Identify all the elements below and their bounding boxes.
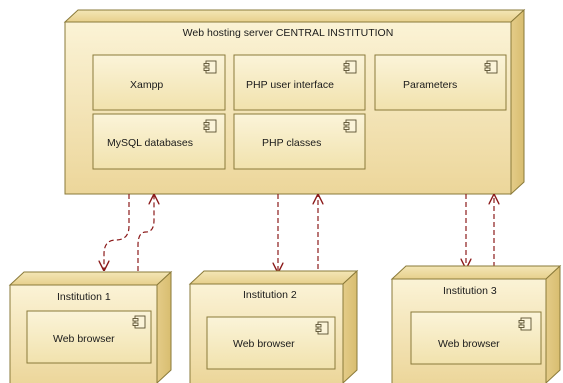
component-label: MySQL databases xyxy=(107,137,193,149)
component-php-user-interface[interactable]: PHP user interface xyxy=(233,54,366,111)
institution-title: Institution 2 xyxy=(243,289,297,301)
component-php-classes[interactable]: PHP classes xyxy=(233,113,366,170)
dependency-arrow xyxy=(104,194,130,270)
component-label: Web browser xyxy=(233,338,295,350)
component-label: Parameters xyxy=(403,79,457,91)
component-icon xyxy=(203,60,217,74)
component-label: PHP classes xyxy=(262,137,321,149)
institution-title: Institution 3 xyxy=(443,285,497,297)
component-icon xyxy=(343,119,357,133)
component-icon xyxy=(315,321,329,335)
component-web-browser-2[interactable]: Web browser xyxy=(206,316,336,370)
component-parameters[interactable]: Parameters xyxy=(374,54,507,111)
component-xampp[interactable]: Xampp xyxy=(92,54,226,111)
institution-title: Institution 1 xyxy=(57,291,111,303)
component-web-browser-1[interactable]: Web browser xyxy=(26,310,152,364)
component-label: Xampp xyxy=(130,79,163,91)
dependency-arrow xyxy=(137,195,154,271)
component-web-browser-3[interactable]: Web browser xyxy=(410,311,542,365)
component-icon xyxy=(132,315,146,329)
component-label: Web browser xyxy=(438,338,500,350)
server-title: Web hosting server CENTRAL INSTITUTION xyxy=(183,27,394,39)
component-label: Web browser xyxy=(53,333,115,345)
component-mysql-databases[interactable]: MySQL databases xyxy=(92,113,226,170)
component-icon xyxy=(484,60,498,74)
component-label: PHP user interface xyxy=(246,79,334,91)
component-icon xyxy=(203,119,217,133)
component-icon xyxy=(343,60,357,74)
component-icon xyxy=(518,317,532,331)
